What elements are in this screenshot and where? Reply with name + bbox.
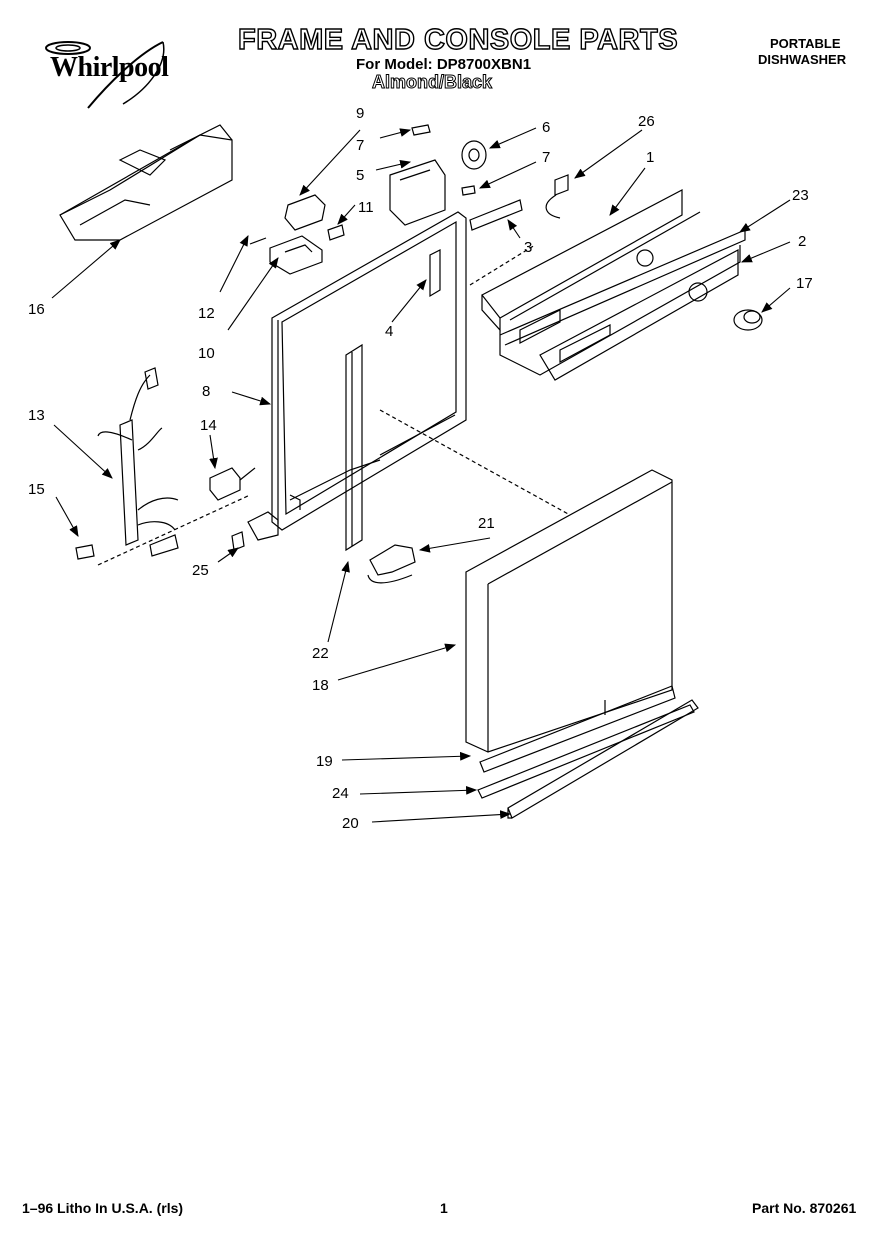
- callout-20: 20: [342, 815, 359, 832]
- part-7-screw-top: [411, 124, 431, 136]
- callout-17: 17: [796, 275, 813, 292]
- callout-25: 25: [192, 562, 209, 579]
- callout-24: 24: [332, 785, 349, 802]
- callout-7-mid: 7: [542, 149, 550, 166]
- callout-16: 16: [28, 301, 45, 318]
- callout-10: 10: [198, 345, 215, 362]
- callout-7-top: 7: [356, 137, 364, 154]
- callout-11: 11: [358, 199, 374, 216]
- part-22-strip: [345, 343, 363, 552]
- part-12-pin: [249, 237, 267, 245]
- part-7-screw-mid: [461, 185, 476, 196]
- callout-6: 6: [542, 119, 550, 136]
- part-14-connector: [209, 467, 256, 501]
- callout-19: 19: [316, 753, 333, 770]
- part-9-latch: [284, 194, 326, 231]
- callout-22: 22: [312, 645, 329, 662]
- part-19-trim: [479, 685, 676, 773]
- callout-5: 5: [356, 167, 364, 184]
- part-18-door-panel: [465, 469, 673, 753]
- part-13-wire-harness: [97, 367, 179, 557]
- callout-13: 13: [28, 407, 45, 424]
- part-8-door-frame: [271, 211, 467, 531]
- part-24-strip: [477, 704, 695, 799]
- part-10-holder: [269, 235, 323, 275]
- color-line: Almond/Black: [371, 72, 493, 93]
- part-25-clip: [231, 531, 245, 551]
- callout-9: 9: [356, 105, 364, 122]
- part-6-wheel: [461, 140, 487, 170]
- part-5-switch: [389, 159, 446, 226]
- part-15-screw: [75, 544, 95, 560]
- product-type-line2: DISHWASHER: [758, 52, 847, 67]
- footer-part-number: Part No. 870261: [752, 1200, 857, 1216]
- brand-name: Whirlpool: [50, 52, 169, 83]
- part-17-knob: [733, 309, 763, 331]
- callout-4: 4: [385, 323, 393, 340]
- product-type-line1: PORTABLE: [770, 36, 841, 51]
- footer-page-number: 1: [440, 1200, 448, 1216]
- callout-12: 12: [198, 305, 215, 322]
- part-1-console: [481, 189, 741, 376]
- callout-8: 8: [202, 383, 210, 400]
- callout-21: 21: [478, 515, 495, 532]
- part-21-clip: [367, 544, 416, 584]
- callout-18: 18: [312, 677, 329, 694]
- part-11-clip: [327, 224, 345, 241]
- part-23-trim: [499, 229, 746, 346]
- callout-3: 3: [524, 239, 532, 256]
- callout-23: 23: [792, 187, 809, 204]
- callout-1: 1: [646, 149, 654, 166]
- model-line: For Model: DP8700XBN1: [356, 56, 532, 73]
- part-26-wire: [545, 174, 569, 219]
- part-20-trim: [507, 699, 699, 819]
- callout-26: 26: [638, 113, 655, 130]
- logo-swirl-icon: [45, 41, 165, 109]
- footer-litho: 1–96 Litho In U.S.A. (rls): [22, 1200, 184, 1216]
- part-3-switch-bar: [469, 199, 523, 231]
- part-2-panel: [539, 249, 739, 381]
- part-16-bracket: [59, 124, 233, 241]
- callout-2: 2: [798, 233, 806, 250]
- whirlpool-logo: Whirlpool: [28, 34, 198, 110]
- callout-14: 14: [200, 417, 217, 434]
- page-title: FRAME AND CONSOLE PARTS: [237, 23, 679, 56]
- callout-15: 15: [28, 481, 45, 498]
